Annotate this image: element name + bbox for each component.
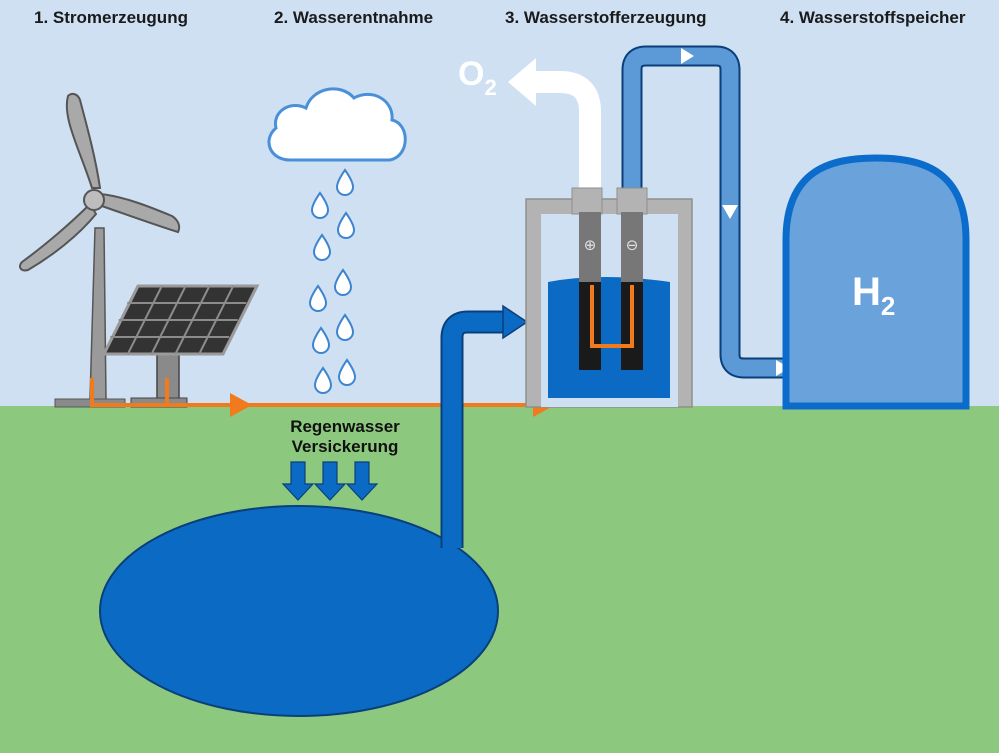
rain-drop-icon <box>333 268 353 296</box>
rain-drop-icon <box>311 326 331 354</box>
flow-arrow-icon <box>722 205 738 219</box>
hydrogen-pipe <box>623 47 790 377</box>
infiltration-arrows <box>281 461 379 501</box>
oxygen-pipe <box>532 71 601 190</box>
rain-cloud-icon <box>267 87 407 162</box>
rain-drop-icon <box>335 168 355 196</box>
rain-drops <box>308 168 357 394</box>
oxygen-label: O2 <box>458 55 497 100</box>
step-title-1: 1. Stromerzeugung <box>34 8 188 27</box>
groundwater-reservoir <box>99 505 499 717</box>
rain-drop-icon <box>310 191 330 219</box>
hydrogen-label: H2 <box>852 270 895 321</box>
rain-label-line2: Versickerung <box>292 437 399 456</box>
rain-drop-icon <box>335 313 355 341</box>
step-title-4: 4. Wasserstoffspeicher <box>780 8 966 27</box>
solar-panel-icon <box>101 284 260 408</box>
power-arrow-icon <box>230 393 252 417</box>
flow-arrow-icon <box>681 48 694 64</box>
water-arrow-icon <box>502 304 529 340</box>
rain-drop-icon <box>337 358 357 386</box>
electrolyzer-icon <box>525 187 693 408</box>
anode-plus-icon: ⊕ <box>584 236 597 254</box>
cathode-minus-icon: ⊖ <box>626 236 639 254</box>
hydrogen-tank-icon <box>782 154 970 410</box>
step-title-2: 2. Wasserentnahme <box>274 8 434 27</box>
rain-drop-icon <box>308 284 328 312</box>
rain-label-line1: Regenwasser <box>290 417 400 436</box>
oxygen-arrow-icon <box>508 58 536 106</box>
rain-drop-icon <box>336 211 356 239</box>
water-pipe <box>442 312 505 548</box>
wind-turbine-icon <box>19 92 181 408</box>
step-title-3: 3. Wasserstofferzeugung <box>505 8 707 27</box>
rain-drop-icon <box>313 366 333 394</box>
rain-drop-icon <box>312 233 332 261</box>
